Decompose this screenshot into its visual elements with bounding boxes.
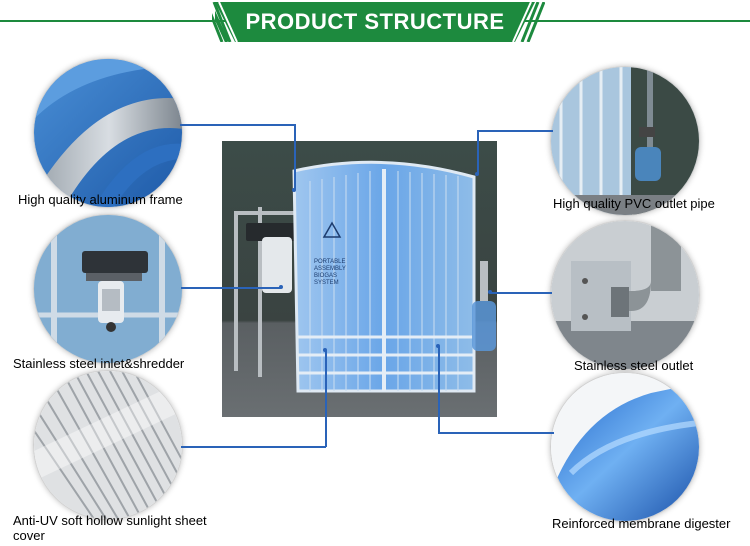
connector-digester-h: [438, 432, 554, 434]
feature-label-aluminum-frame: High quality aluminum frame: [18, 192, 183, 207]
connector-aluminum-h: [180, 124, 296, 126]
connector-pvc-dot: [475, 172, 479, 176]
aluminum-frame-photo: [33, 58, 183, 208]
pvc-outlet-pipe-photo: [550, 66, 700, 216]
feature-label-sunlight-sheet: Anti-UV soft hollow sunlight sheet cover: [13, 513, 213, 543]
connector-inlet-dot: [279, 285, 283, 289]
connector-aluminum-dot: [292, 188, 296, 192]
banner-stripes-left: [212, 2, 232, 42]
banner-line-left: [0, 20, 225, 22]
connector-outlet-h: [490, 292, 552, 294]
feature-label-membrane-digester: Reinforced membrane digester: [552, 516, 731, 531]
feature-label-pvc-outlet-pipe: High quality PVC outlet pipe: [553, 196, 715, 211]
connector-sheet-h: [181, 446, 326, 448]
banner-shape: [207, 1, 535, 43]
feature-label-sunlight-sheet-text: Anti-UV soft hollow sunlight sheet cover: [13, 513, 207, 543]
connector-aluminum-v: [294, 124, 296, 190]
connector-sheet-dot: [323, 348, 327, 352]
connector-digester-v: [438, 346, 440, 433]
banner-stripes-right: [520, 2, 545, 42]
feature-label-stainless-outlet: Stainless steel outlet: [574, 358, 694, 373]
connector-inlet-h: [181, 287, 281, 289]
connector-pvc-h: [477, 130, 553, 132]
inlet-shredder-photo: [33, 214, 183, 364]
connector-sheet-v: [325, 350, 327, 447]
stainless-outlet-photo: [550, 220, 700, 370]
connector-digester-dot: [436, 344, 440, 348]
connector-outlet-dot: [488, 290, 492, 294]
page-title: PRODUCT STRUCTURE: [245, 9, 505, 34]
banner-line-right: [525, 20, 750, 22]
membrane-digester-photo: [550, 372, 700, 522]
feature-label-inlet-shredder: Stainless steel inlet&shredder: [13, 356, 185, 371]
connector-pvc-v: [477, 130, 479, 174]
sunlight-sheet-photo: [33, 370, 183, 520]
header-banner: PRODUCT STRUCTURE: [207, 1, 535, 43]
